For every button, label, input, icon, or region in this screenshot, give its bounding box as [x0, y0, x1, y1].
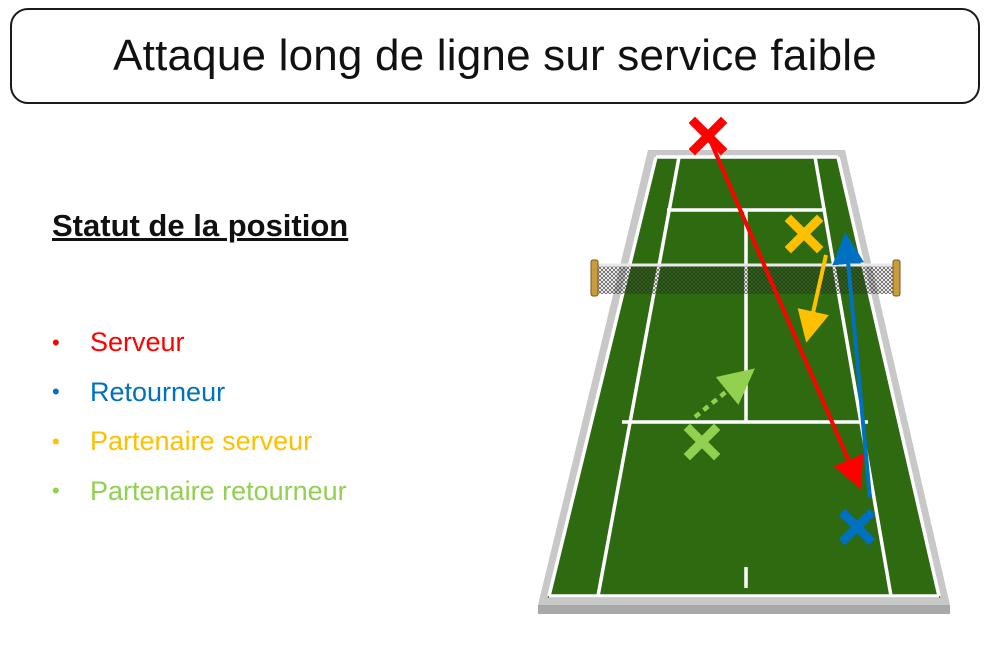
legend-label: Serveur — [90, 327, 185, 358]
bullet-icon: • — [52, 379, 60, 405]
title-box: Attaque long de ligne sur service faible — [10, 8, 980, 104]
net-post-right — [892, 259, 901, 297]
legend-item-partenaire-serveur: • Partenaire serveur — [52, 417, 347, 467]
partenaire-retourneur-move-arrow — [693, 368, 755, 419]
court-base-edge — [538, 605, 950, 614]
partenaire-serveur-move-arrow — [797, 254, 829, 343]
serveur-ball-arrow — [708, 139, 864, 490]
left-singles-sideline — [596, 156, 681, 597]
right-singles-sideline — [813, 156, 893, 597]
serveur-marker-x-cross-icon — [688, 116, 728, 156]
bullet-icon: • — [52, 329, 60, 355]
net-post-left — [590, 259, 599, 297]
tennis-net — [590, 259, 901, 297]
partenaire-retourneur-marker-x-cross-icon — [683, 423, 721, 461]
bullet-icon: • — [52, 428, 60, 454]
legend-heading: Statut de la position — [52, 208, 349, 243]
retourneur-return-arrow — [832, 232, 872, 499]
legend-label: Partenaire retourneur — [90, 475, 347, 506]
legend-label: Retourneur — [90, 376, 226, 407]
legend-item-partenaire-retourneur: • Partenaire retourneur — [52, 467, 347, 517]
bullet-icon: • — [52, 478, 60, 504]
diagram-title: Attaque long de ligne sur service faible — [113, 31, 877, 80]
partenaire-serveur-marker-x-cross-icon — [784, 214, 824, 254]
legend-item-serveur: • Serveur — [52, 318, 347, 368]
legend-label: Partenaire serveur — [90, 426, 313, 457]
left-doubles-sideline — [547, 156, 658, 597]
legend-item-retourneur: • Retourneur — [52, 368, 347, 418]
net-mesh — [596, 264, 896, 294]
court-lines — [547, 155, 941, 598]
legend-list: • Serveur • Retourneur • Partenaire serv… — [52, 318, 347, 516]
retourneur-marker-x-cross-icon — [838, 508, 876, 546]
right-doubles-sideline — [836, 156, 941, 597]
